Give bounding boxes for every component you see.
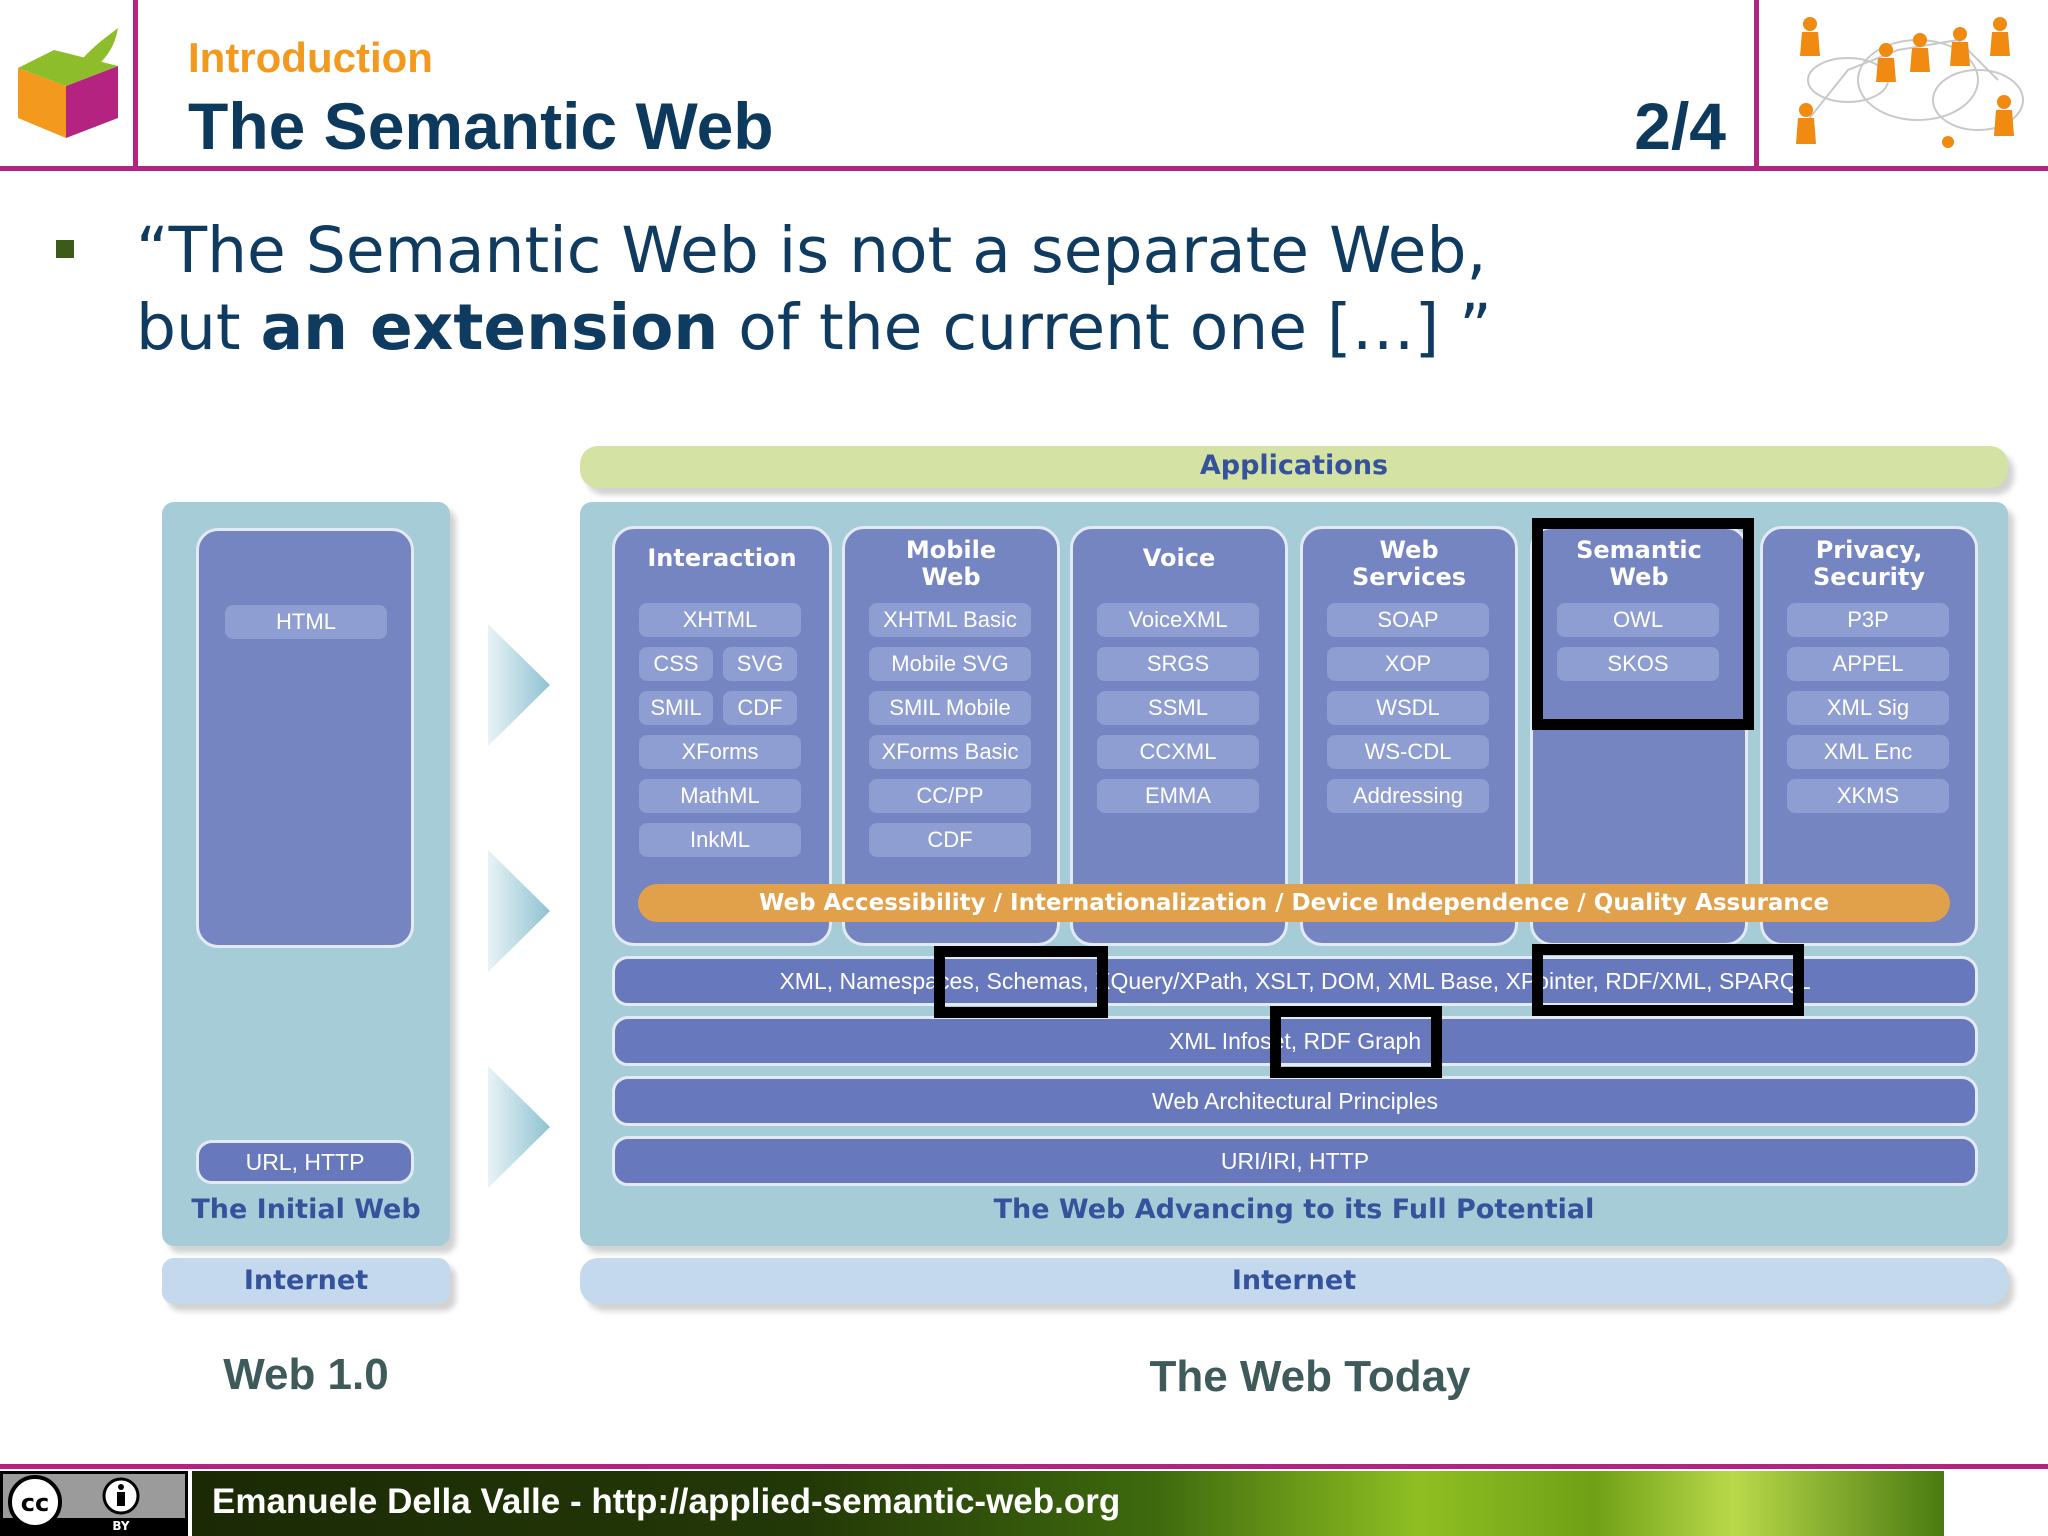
- web10-html-column: HTML: [196, 528, 414, 948]
- pill-mathml: MathML: [639, 779, 801, 813]
- pill-xop: XOP: [1327, 647, 1489, 681]
- principles-bar: Web Architectural Principles: [612, 1076, 1978, 1126]
- initial-web-label: The Initial Web: [191, 1194, 421, 1225]
- column-privacy-security: Privacy, Security P3P APPEL XML Sig XML …: [1760, 526, 1978, 946]
- pill-ssml: SSML: [1097, 691, 1259, 725]
- pill-p3p: P3P: [1787, 603, 1949, 637]
- svg-text:cc: cc: [21, 1489, 49, 1517]
- pill-inkml: InkML: [639, 823, 801, 857]
- pill-xkms: XKMS: [1787, 779, 1949, 813]
- infoset-bar: XML Infoset, RDF Graph: [612, 1016, 1978, 1066]
- pill-ws-cdl: WS-CDL: [1327, 735, 1489, 769]
- quote-line-1: “The Semantic Web is not a separate Web,: [136, 214, 1487, 287]
- quote-post: of the current one […] ”: [718, 291, 1492, 364]
- slide-number: 2/4: [1634, 89, 1726, 163]
- quote-line-2: but an extension of the current one […] …: [136, 289, 1492, 366]
- pill-xml-enc: XML Enc: [1787, 735, 1949, 769]
- highlight-rdf-graph: [1270, 1006, 1442, 1078]
- quote-emphasis: an extension: [260, 291, 719, 364]
- web-today-internet-bar: Internet: [580, 1258, 2008, 1304]
- accessibility-bar: Web Accessibility / Internationalization…: [638, 884, 1950, 922]
- column-title: Web Services: [1351, 536, 1467, 591]
- pill-wsdl: WSDL: [1327, 691, 1489, 725]
- pill-emma: EMMA: [1097, 779, 1259, 813]
- pill-cdf: CDF: [723, 691, 797, 725]
- pill-appel: APPEL: [1787, 647, 1949, 681]
- web10-internet-label: Internet: [243, 1265, 369, 1296]
- pill-voicexml: VoiceXML: [1097, 603, 1259, 637]
- pill-srgs: SRGS: [1097, 647, 1259, 681]
- header-divider-left: [133, 0, 138, 170]
- web10-internet-bar: Internet: [162, 1258, 450, 1304]
- pill-cdf: CDF: [869, 823, 1031, 857]
- pill-xhtml: XHTML: [639, 603, 801, 637]
- pill-html: HTML: [225, 605, 387, 639]
- caption-web-today: The Web Today: [1149, 1352, 1471, 1401]
- header-divider-right: [1754, 0, 1759, 170]
- column-voice: Voice VoiceXML SRGS SSML CCXML EMMA: [1070, 526, 1288, 946]
- uri-bar: URI/IRI, HTTP: [612, 1136, 1978, 1186]
- pill-addressing: Addressing: [1327, 779, 1489, 813]
- footer-band: [192, 1471, 1944, 1536]
- pill-xforms-basic: XForms Basic: [869, 735, 1031, 769]
- column-mobile-web: Mobile Web XHTML Basic Mobile SVG SMIL M…: [842, 526, 1060, 946]
- column-title: Semantic Web: [1576, 536, 1702, 591]
- people-network-image: [1796, 17, 2024, 148]
- footer-rule: [0, 1464, 2048, 1469]
- pill-mobile-svg: Mobile SVG: [869, 647, 1031, 681]
- quote-text: “The Semantic Web is not a separate Web,…: [136, 212, 1492, 366]
- web10-url-http: URL, HTTP: [196, 1140, 414, 1184]
- column-title: Interaction: [647, 544, 797, 572]
- column-semantic-web: Semantic Web OWL SKOS: [1530, 526, 1748, 946]
- pill-svg: SVG: [723, 647, 797, 681]
- header-rule: [0, 166, 2048, 171]
- web-today-internet-label: Internet: [1231, 1265, 1357, 1296]
- highlight-semantic-web: [1532, 518, 1754, 730]
- pill-xhtml-basic: XHTML Basic: [869, 603, 1031, 637]
- column-title: Voice: [1142, 544, 1216, 572]
- highlight-schemas: [934, 946, 1108, 1018]
- applications-bar: Applications: [580, 446, 2008, 488]
- arrow-right-icon: [488, 624, 550, 746]
- pill-xforms: XForms: [639, 735, 801, 769]
- footer-text: Emanuele Della Valle - http://applied-se…: [212, 1482, 1121, 1521]
- pill-owl: OWL: [1557, 603, 1719, 637]
- license-by-label: BY: [112, 1519, 129, 1533]
- full-potential-label: The Web Advancing to its Full Potential: [993, 1194, 1595, 1225]
- pill-smil: SMIL: [639, 691, 713, 725]
- column-interaction: Interaction XHTML CSS SVG SMIL CDF XForm…: [612, 526, 832, 946]
- applications-label: Applications: [1199, 450, 1389, 481]
- pill-xml-sig: XML Sig: [1787, 691, 1949, 725]
- pill-smil-mobile: SMIL Mobile: [869, 691, 1031, 725]
- section-title: Introduction: [188, 34, 433, 81]
- cc-license-badge: cc BY: [0, 1471, 188, 1536]
- pill-ccxml: CCXML: [1097, 735, 1259, 769]
- cube-logo-icon: [18, 28, 118, 138]
- highlight-rdfxml-sparql: [1532, 944, 1804, 1016]
- pill-soap: SOAP: [1327, 603, 1489, 637]
- arrow-right-icon: [488, 1066, 550, 1188]
- creative-commons-icon: cc BY: [3, 1474, 185, 1533]
- slide-title: The Semantic Web: [188, 89, 774, 163]
- pill-cc-pp: CC/PP: [869, 779, 1031, 813]
- caption-web-1-0: Web 1.0: [223, 1350, 389, 1399]
- column-web-services: Web Services SOAP XOP WSDL WS-CDL Addres…: [1300, 526, 1518, 946]
- quote-pre: but: [136, 291, 261, 364]
- bullet-marker: [56, 240, 74, 258]
- pill-skos: SKOS: [1557, 647, 1719, 681]
- column-title: Mobile Web: [905, 536, 997, 591]
- arrow-right-icon: [488, 850, 550, 972]
- web10-panel: HTML URL, HTTP The Initial Web: [162, 502, 450, 1246]
- pill-css: CSS: [639, 647, 713, 681]
- web-today-panel: Interaction XHTML CSS SVG SMIL CDF XForm…: [580, 502, 2008, 1246]
- column-title: Privacy, Security: [1812, 536, 1926, 591]
- xml-stack-bar: XML, Namespaces, Schemas, XQuery/XPath, …: [612, 956, 1978, 1006]
